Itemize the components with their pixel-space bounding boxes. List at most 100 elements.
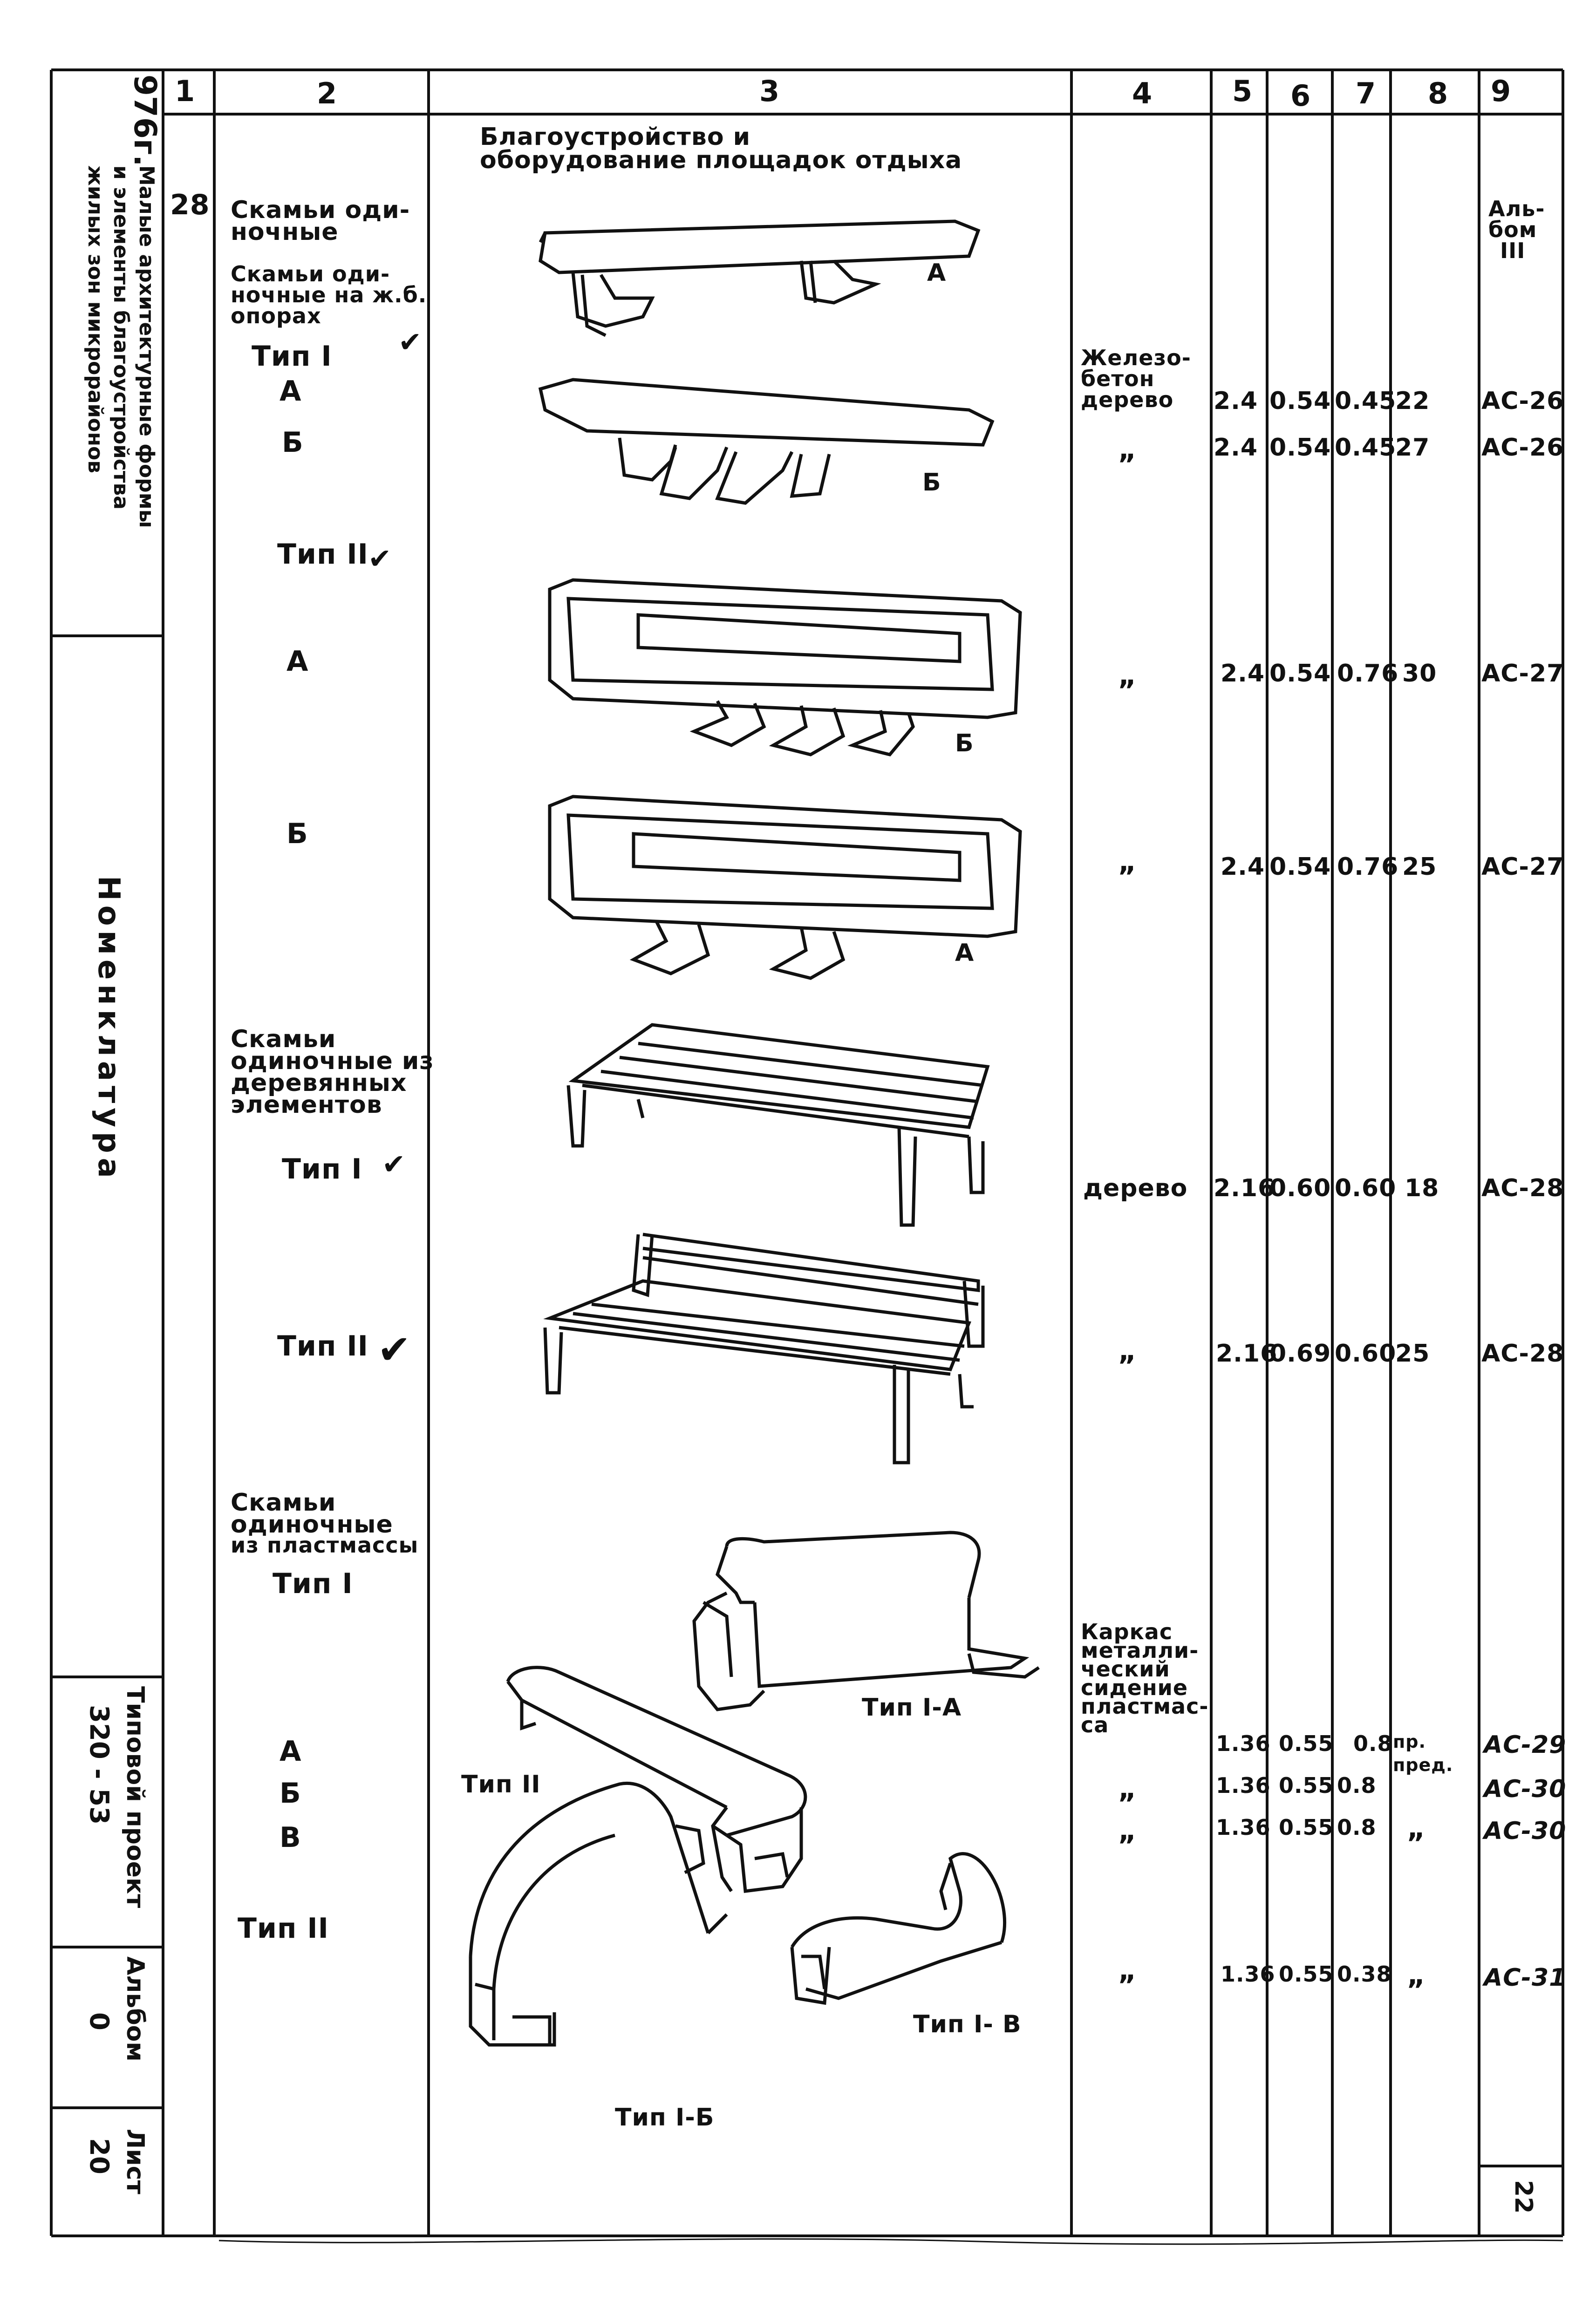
col-header-9: 9 [1491,74,1512,108]
album-ref-line-3: III [1500,238,1526,263]
row10-weight: „ [1407,1959,1426,1991]
row5-height: 0.60 [1335,1174,1397,1202]
row1-material-3: дерево [1081,387,1174,412]
label-type1-b: Б [282,426,304,459]
row1-width: 0.54 [1269,387,1331,415]
row5-ref: АС-28 [1481,1174,1564,1202]
sidebar-sheet-label: Лист [121,2129,149,2194]
label-single-benches-1: Скамьи оди- [231,196,410,224]
bench-drawing-10 [790,1852,1006,2005]
row8-material: „ [1118,1772,1137,1805]
label-plastic-b: Б [280,1777,301,1810]
row2-ref: АС-26 [1481,434,1564,462]
col-header-5: 5 [1232,74,1253,108]
row7-weight: пр. [1393,1731,1426,1752]
label-wood-benches-3: деревянных [231,1069,407,1097]
label-type2-a: А [286,645,309,678]
row3-height: 0.76 [1337,660,1399,688]
drawing-label-b2: Б [955,729,974,757]
sidebar-album-label: Альбом [121,1956,149,2062]
bench-drawing-9 [469,1782,728,2047]
row6-weight: 25 [1395,1340,1430,1368]
row2-length: 2.4 [1214,434,1258,462]
row9-length: 1.36 [1216,1815,1271,1840]
row10-ref: АС-31 [1484,1964,1567,1992]
label-type2-b: Б [286,817,308,850]
row7-ref: АС-29 [1484,1731,1567,1759]
sidebar-nomenclature: Номенклатура [91,876,126,1183]
label-type2: Тип II [277,538,368,571]
sidebar-sheet-value: 20 [84,2138,114,2174]
row7-material-6: са [1081,1712,1109,1737]
label-plastic-benches-3: из пластмассы [231,1533,419,1558]
row9-width: 0.55 [1279,1815,1334,1840]
sidebar-title-line-1: Малые архитектурные формы [135,165,158,528]
row4-ref: АС-27 [1481,853,1564,881]
row2-material: „ [1118,433,1137,466]
row1-length: 2.4 [1214,387,1258,415]
sidebar-title-line-3: жилых зон микрорайонов [83,165,107,473]
label-rc-supports-1: Скамьи оди- [231,261,390,286]
row3-weight: 30 [1402,660,1437,688]
col-header-8: 8 [1428,76,1449,110]
row4-material: „ [1118,845,1137,878]
row10-width: 0.55 [1279,1962,1334,1987]
row3-ref: АС-27 [1481,660,1564,688]
section-title-line-1: Благоустройство и [480,123,751,151]
sidebar-album-value: 0 [84,2012,114,2030]
drawing-label-a: А [927,259,947,287]
row6-height: 0.60 [1335,1340,1397,1368]
drawing-label-b: Б [922,469,941,497]
bench-drawing-3 [548,578,1022,756]
drawing-label-type1b: Тип I-Б [615,2104,715,2132]
row3-material: „ [1118,659,1137,692]
check-mark-2: ✔ [368,543,392,575]
row4-height: 0.76 [1337,853,1399,881]
row8-height: 0.8 [1337,1773,1377,1798]
row7-material-2: металли- [1081,1638,1199,1663]
col-header-4: 4 [1132,76,1153,110]
row7-material-4: сидение [1081,1675,1188,1700]
label-rc-supports-2: ночные нa ж.б. [231,282,427,307]
row4-length: 2.4 [1221,853,1265,881]
section-title-line-2: оборудование площадок отдыха [480,146,962,174]
col-header-1: 1 [175,74,196,108]
label-type1-a: А [280,375,302,408]
sidebar-title-line-2: и элементы благоустройства [109,165,133,510]
section-number: 28 [170,189,210,221]
row6-material: „ [1118,1335,1137,1367]
bench-drawing-7 [692,1531,1040,1711]
row7-material-5: пластмас- [1081,1694,1209,1719]
bench-drawing-2 [538,378,995,505]
row9-material: „ [1118,1814,1137,1847]
row4-weight: 25 [1402,853,1437,881]
label-plastic-type1: Тип I [273,1567,353,1600]
row9-ref: АС-30 [1484,1817,1567,1845]
col-header-7: 7 [1356,76,1377,110]
row7-length: 1.36 [1216,1731,1271,1756]
check-mark-3: ✔ [382,1148,406,1181]
row9-height: 0.8 [1337,1815,1377,1840]
bench-drawing-6 [543,1233,985,1465]
row8-width: 0.55 [1279,1773,1334,1798]
album-ref-line-1: Аль- [1488,196,1545,221]
row5-weight: 18 [1405,1174,1439,1202]
label-wood-benches-2: одиночные из [231,1047,434,1075]
col-header-2: 2 [317,76,338,110]
label-single-benches-2: ночные [231,218,339,246]
row4-width: 0.54 [1269,853,1331,881]
sidebar-year: 976г. [127,75,163,167]
row6-ref: АС-28 [1481,1340,1564,1368]
label-plastic-a: А [280,1735,302,1768]
row10-length: 1.36 [1221,1962,1275,1987]
row1-material-1: Железо- [1081,345,1191,370]
row6-width: 0.69 [1269,1340,1331,1368]
bench-drawing-1 [539,219,981,337]
label-wood-type2: Тип II [277,1330,368,1362]
sidebar-project-number: 320 - 53 [84,1705,114,1825]
row5-length: 2.16 [1214,1174,1275,1202]
row3-length: 2.4 [1221,660,1265,688]
label-wood-type1: Тип I [282,1153,362,1185]
label-rc-supports-3: опорах [231,303,321,328]
